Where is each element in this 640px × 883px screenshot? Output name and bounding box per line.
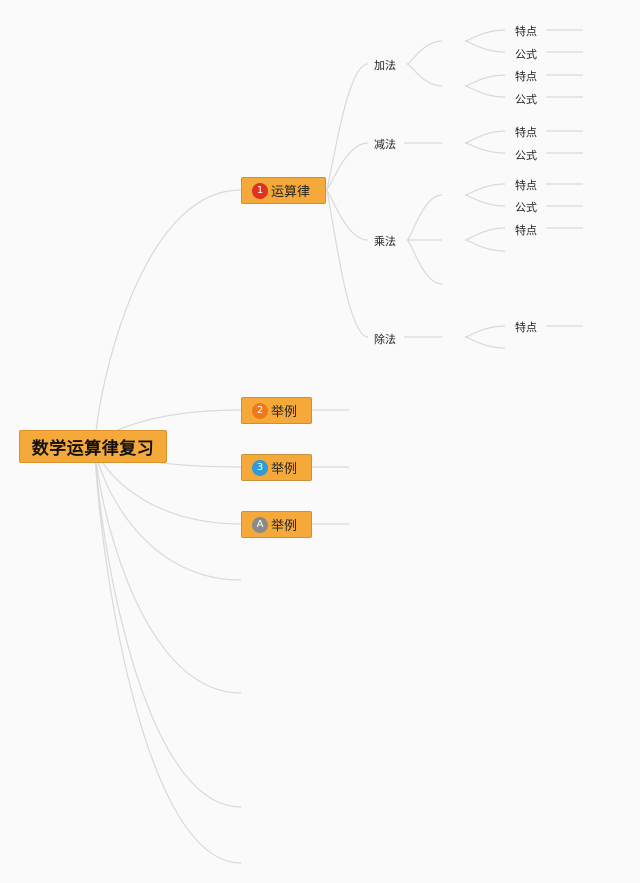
branch-label: 举例 xyxy=(271,462,298,477)
connector-21 xyxy=(464,74,506,87)
topic-addition[interactable]: 加法 xyxy=(374,59,396,72)
connector-20 xyxy=(464,40,506,53)
connector-19 xyxy=(464,29,506,42)
connector-0 xyxy=(94,189,242,447)
connector-33 xyxy=(464,336,506,349)
connector-14 xyxy=(325,189,369,338)
branch-node-example-1[interactable]: 2 举例 xyxy=(241,397,312,424)
topic-multiplication[interactable]: 乘法 xyxy=(374,235,396,248)
leaf-subtraction-feature[interactable]: 特点 xyxy=(515,126,537,139)
topic-division[interactable]: 除法 xyxy=(374,333,396,346)
leaf-multiplication-feature[interactable]: 特点 xyxy=(515,179,537,192)
connector-13 xyxy=(325,189,369,241)
connector-31 xyxy=(464,239,506,252)
branch-node-operation-laws[interactable]: 1 运算律 xyxy=(241,177,326,204)
branch-label: 举例 xyxy=(271,405,298,420)
priority-1-icon: 1 xyxy=(252,182,268,199)
connector-23 xyxy=(464,130,506,144)
branch-node-example-3[interactable]: A 举例 xyxy=(241,511,312,538)
connector-17 xyxy=(406,40,443,65)
leaf-multiplication-formula[interactable]: 公式 xyxy=(515,201,537,214)
leaf-addition-feature[interactable]: 特点 xyxy=(515,25,537,38)
connector-24 xyxy=(464,142,506,154)
priority-2-icon: 2 xyxy=(252,402,268,419)
leaf-addition-feature[interactable]: 特点 xyxy=(515,70,537,83)
leaf-multiplication-feature[interactable]: 特点 xyxy=(515,224,537,237)
connector-29 xyxy=(464,194,506,207)
branch-label: 运算律 xyxy=(271,185,311,200)
priority-3-icon: 3 xyxy=(252,459,268,476)
connector-27 xyxy=(406,239,443,285)
connector-4 xyxy=(94,445,242,581)
leaf-addition-formula[interactable]: 公式 xyxy=(515,48,537,61)
branch-label: 举例 xyxy=(271,519,298,534)
topic-subtraction[interactable]: 减法 xyxy=(374,138,396,151)
leaf-subtraction-formula[interactable]: 公式 xyxy=(515,149,537,162)
connector-32 xyxy=(464,325,506,338)
root-node[interactable]: 数学运算律复习 xyxy=(19,430,167,463)
priority-a-icon: A xyxy=(252,516,268,533)
connector-30 xyxy=(464,227,506,241)
connector-25 xyxy=(406,194,443,241)
connector-22 xyxy=(464,85,506,98)
leaf-addition-formula[interactable]: 公式 xyxy=(515,93,537,106)
connector-11 xyxy=(325,63,369,191)
branch-node-example-2[interactable]: 3 举例 xyxy=(241,454,312,481)
leaf-division-feature[interactable]: 特点 xyxy=(515,321,537,334)
connector-5 xyxy=(94,445,242,694)
connector-12 xyxy=(325,142,369,191)
connector-28 xyxy=(464,183,506,196)
connector-7 xyxy=(94,445,242,864)
connector-18 xyxy=(406,63,443,87)
